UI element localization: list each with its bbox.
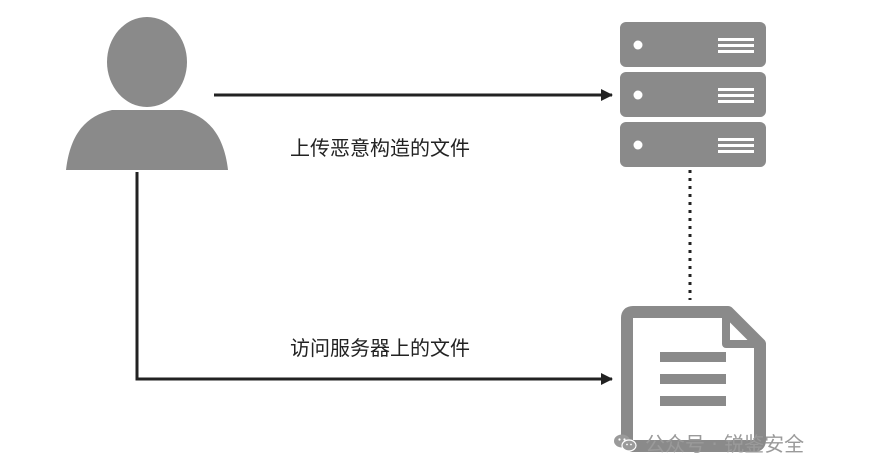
watermark-text: 公众号 · 锐鉴安全 [645, 432, 805, 456]
wechat-logo [614, 434, 637, 452]
server-unit [620, 72, 766, 117]
server-unit [620, 122, 766, 167]
document-icon [621, 306, 766, 452]
access-label: 访问服务器上的文件 [290, 336, 470, 360]
user-icon [66, 17, 228, 170]
server-stack-icon [620, 22, 766, 167]
server-unit [620, 22, 766, 67]
upload-label: 上传恶意构造的文件 [290, 136, 470, 160]
watermark: 公众号 · 锐鉴安全 [613, 428, 804, 457]
access-arrow [135, 172, 613, 385]
